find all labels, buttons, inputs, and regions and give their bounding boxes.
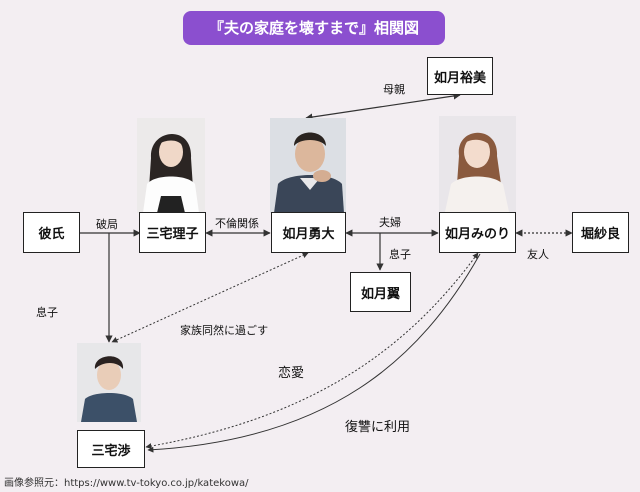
person-name: 如月翼 [360,286,400,302]
label-mother: 母親 [383,83,405,96]
diagram-title: 『夫の家庭を壊すまで』相関図 [183,11,445,45]
person-box-nyoigetsu-hiromi: 如月裕美 [427,57,493,95]
person-box-miyake-riko: 三宅理子 [139,212,206,253]
miyake-wataru-photo [77,343,141,422]
label-son-tsubasa: 息子 [389,248,411,261]
label-son-wataru: 息子 [36,306,58,319]
label-couple: 夫婦 [379,216,401,229]
line-mother [305,92,461,121]
person-box-nyoigetsu-minori: 如月みのり [439,212,516,253]
image-credit: 画像参照元：https://www.tv-tokyo.co.jp/katekow… [4,478,249,489]
person-name: 三宅渉 [91,443,131,459]
person-box-nyoigetsu-yuta: 如月勇大 [271,212,346,253]
nyoigetsu-yuta-photo [270,118,346,213]
label-affair: 不倫関係 [215,217,259,230]
label-revenge: 復讐に利用 [345,420,411,435]
label-family-like: 家族同然に過ごす [180,324,269,337]
line-revenge [147,253,481,453]
person-name: 如月裕美 [433,70,486,86]
label-breakup: 破局 [96,218,118,231]
label-friend: 友人 [527,248,549,261]
person-box-nyoigetsu-tsubasa: 如月翼 [350,272,411,312]
person-name: 三宅理子 [146,227,199,242]
person-name: 如月みのり [444,227,510,242]
person-name: 彼氏 [38,227,65,242]
person-box-miyake-wataru: 三宅渉 [77,430,145,468]
miyake-riko-photo [137,118,205,213]
nyoigetsu-minori-photo [439,116,516,212]
label-romance: 恋愛 [278,366,305,381]
line-romance [145,252,479,450]
person-name: 如月勇大 [282,227,335,242]
person-box-hori-sara: 堀紗良 [572,212,629,253]
person-name: 堀紗良 [580,227,620,242]
person-box-kareshi: 彼氏 [23,212,80,253]
